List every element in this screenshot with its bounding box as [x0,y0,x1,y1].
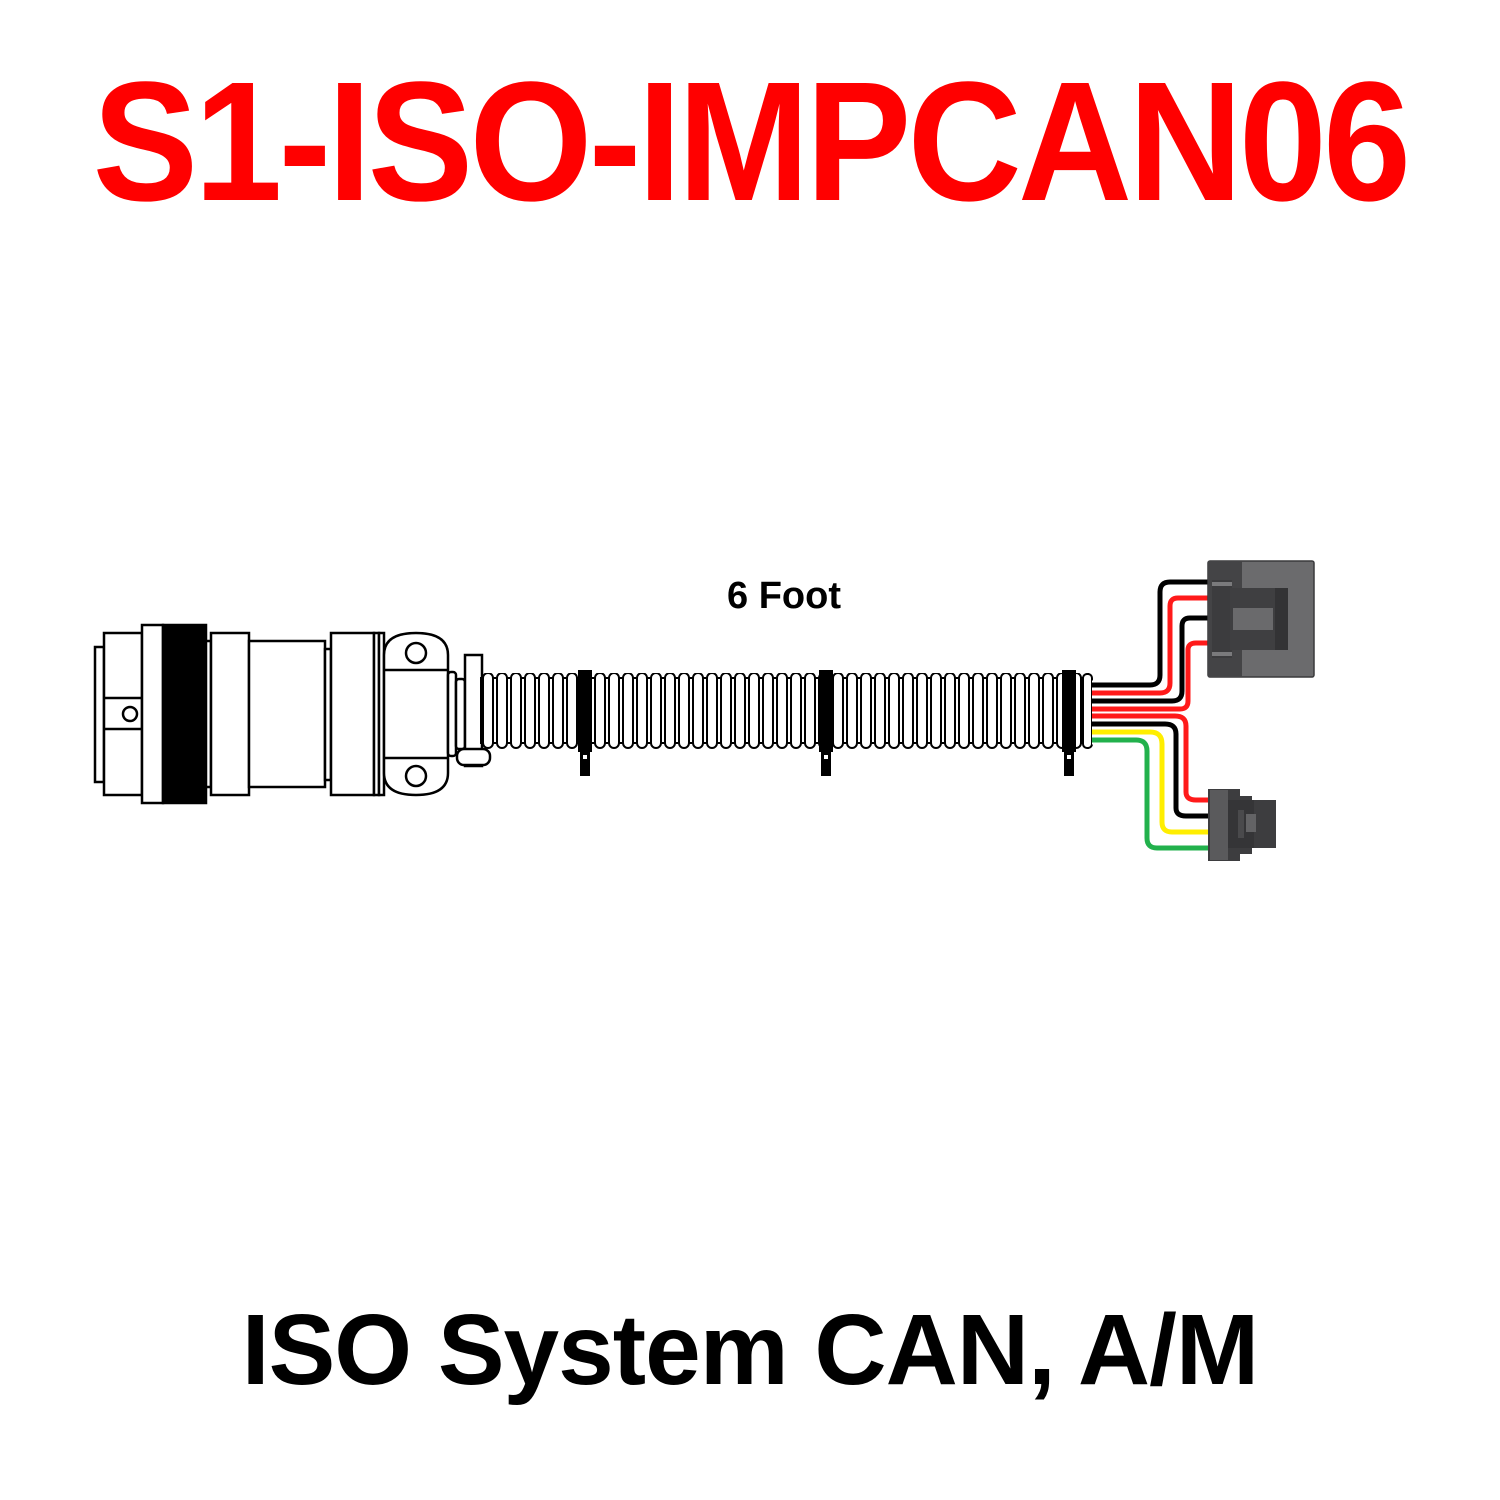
part-number-title: S1-ISO-IMPCAN06 [92,47,1411,237]
loom-end-ring [1082,673,1093,749]
coupling-band [161,623,208,805]
flange-hole-bottom [404,764,428,788]
cable-clamp [1062,670,1076,776]
flange-hole-top [404,641,428,665]
cable-clamp [819,670,833,776]
breakout-wires [1092,577,1210,853]
circular-connector [93,623,386,805]
upper-4-pin-connector [1207,560,1315,678]
corrugated-loom [480,673,1090,749]
product-description: ISO System CAN, A/M [241,1294,1259,1406]
mounting-flange [382,631,450,797]
cable-length-label: 6 Foot [727,575,841,617]
cable-clamp [578,670,592,776]
lower-4-pin-connector [1208,789,1276,861]
